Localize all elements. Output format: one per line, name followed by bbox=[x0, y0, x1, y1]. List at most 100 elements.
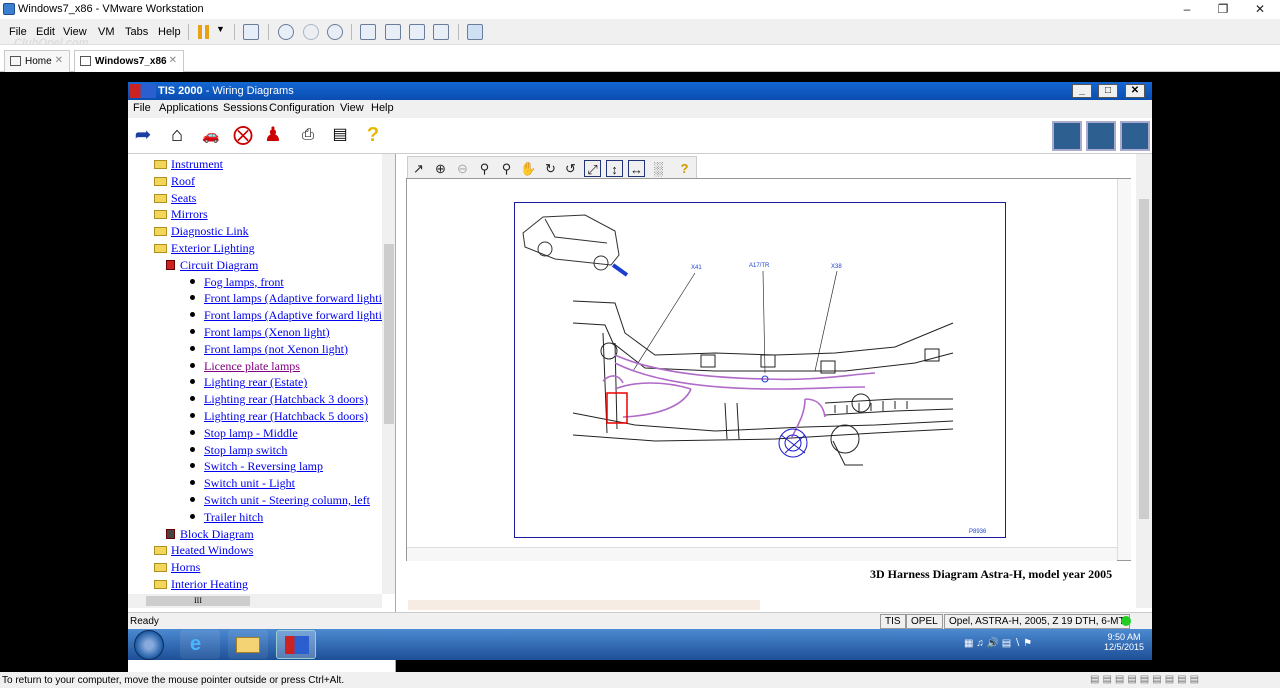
tree-item[interactable]: Switch unit - Steering column, left bbox=[190, 493, 370, 510]
full-screen-icon[interactable] bbox=[409, 24, 425, 40]
fit-all-icon[interactable]: ⤢ bbox=[584, 160, 601, 177]
tis-taskbar-icon[interactable] bbox=[276, 630, 316, 659]
tree-item[interactable]: Circuit Diagram bbox=[166, 258, 258, 275]
clock[interactable]: 9:50 AM 12/5/2015 bbox=[1104, 632, 1144, 652]
tree-item[interactable]: Lighting rear (Estate) bbox=[190, 375, 307, 392]
tree-item[interactable]: Diagnostic Link bbox=[154, 224, 249, 241]
tis-menu-help[interactable]: Help bbox=[371, 102, 394, 114]
tree-item[interactable]: Stop lamp switch bbox=[190, 443, 287, 460]
home-icon[interactable]: ⌂ bbox=[170, 124, 184, 146]
tree-item-label[interactable]: Exterior Lighting bbox=[171, 241, 255, 255]
tree-item-label[interactable]: Front lamps (Adaptive forward lightin bbox=[204, 308, 388, 323]
tree-item-label[interactable]: Roof bbox=[171, 173, 195, 188]
tree-item[interactable]: Mirrors bbox=[154, 207, 208, 224]
tree-item-label[interactable]: Instrument bbox=[171, 157, 223, 171]
tree-item-label[interactable]: Lighting rear (Estate) bbox=[204, 375, 308, 390]
main-vertical-scrollbar[interactable] bbox=[1136, 154, 1152, 608]
tree-item-label[interactable]: Block Diagram bbox=[180, 526, 254, 541]
tree-item-label[interactable]: Front lamps (not Xenon light) bbox=[204, 341, 348, 356]
device-icons[interactable]: ▤▤▤▤▤▤▤▤▤ bbox=[1090, 674, 1203, 685]
tree-item-label[interactable]: Lighting rear (Hatchback 3 doors) bbox=[204, 392, 368, 407]
tree-item[interactable]: Trailer hitch bbox=[190, 510, 263, 527]
tis-close-button[interactable]: ✕ bbox=[1125, 84, 1145, 98]
menu-view[interactable]: View bbox=[63, 26, 87, 38]
internet-explorer-icon[interactable]: e bbox=[180, 630, 220, 659]
menu-vm[interactable]: VM bbox=[98, 26, 115, 38]
zoom-window-icon[interactable]: ⚲ bbox=[479, 161, 490, 176]
restore-button[interactable]: ❐ bbox=[1217, 2, 1229, 16]
unity-icon[interactable] bbox=[433, 24, 449, 40]
close-button[interactable]: ✕ bbox=[1254, 2, 1266, 16]
start-button[interactable] bbox=[134, 630, 164, 660]
menu-edit[interactable]: Edit bbox=[36, 26, 55, 38]
tree-item[interactable]: Front lamps (Adaptive forward lightin bbox=[190, 308, 388, 325]
tray-icons[interactable]: ▦ ♫ 🔊 ▤ ∖ ⚑ bbox=[964, 638, 1033, 649]
technician-icon[interactable]: ♟ bbox=[264, 124, 282, 146]
tree-item[interactable]: Seats bbox=[154, 191, 196, 208]
zoom-fit-icon[interactable]: ⚲ bbox=[501, 161, 512, 176]
diagram-horizontal-scrollbar[interactable] bbox=[407, 547, 1117, 561]
help-icon[interactable]: ? bbox=[680, 161, 689, 176]
tree-item-label[interactable]: Stop lamp - Middle bbox=[204, 425, 298, 440]
close-icon[interactable]: ✕ bbox=[54, 55, 63, 66]
tree-item-label[interactable]: Front lamps (Xenon light) bbox=[204, 325, 330, 339]
tis-menu-view[interactable]: View bbox=[340, 102, 364, 114]
tree-item[interactable]: Licence plate lamps bbox=[190, 359, 300, 376]
library-icon[interactable] bbox=[360, 24, 376, 40]
tab-home[interactable]: Home ✕ bbox=[4, 50, 70, 72]
tree-item-label[interactable]: Trailer hitch bbox=[204, 509, 264, 524]
send-ctrl-alt-del-icon[interactable] bbox=[243, 24, 259, 40]
pointer-icon[interactable]: ↗ bbox=[413, 161, 424, 176]
tree-item-label[interactable]: Switch unit - Light bbox=[204, 476, 295, 491]
tis-menu-sessions[interactable]: Sessions bbox=[223, 102, 268, 114]
menu-file[interactable]: File bbox=[9, 26, 27, 38]
fit-height-icon[interactable]: ↕ bbox=[606, 160, 623, 177]
print-icon[interactable]: ⎙ bbox=[301, 126, 314, 143]
tree-item-label[interactable]: Mirrors bbox=[171, 207, 208, 222]
menu-tabs[interactable]: Tabs bbox=[125, 26, 149, 38]
tree-item-label[interactable]: Heated Windows bbox=[171, 543, 254, 558]
tree-item[interactable]: Switch unit - Light bbox=[190, 476, 295, 493]
snapshot-manager-icon[interactable] bbox=[327, 24, 343, 40]
tree-item[interactable]: Heated Windows bbox=[154, 543, 253, 560]
app-icon-3[interactable] bbox=[1120, 121, 1150, 151]
pan-hand-icon[interactable]: ✋ bbox=[520, 161, 537, 176]
tree-item[interactable]: Lighting rear (Hatchback 3 doors) bbox=[190, 392, 368, 409]
chevron-down-icon[interactable]: ▼ bbox=[216, 24, 225, 34]
tree-item[interactable]: Instrument bbox=[154, 157, 223, 174]
zoom-in-icon[interactable]: ⊕ bbox=[435, 161, 446, 176]
tree-scroll-thumb[interactable] bbox=[384, 244, 394, 424]
tree-item[interactable]: Roof bbox=[154, 174, 195, 191]
vehicle-icon[interactable]: 🚗 bbox=[202, 127, 220, 143]
tree-item[interactable]: Front lamps (Adaptive forward lightin bbox=[190, 291, 388, 308]
notebook-icon[interactable]: ▤ bbox=[332, 126, 348, 143]
tree-item-label[interactable]: Licence plate lamps bbox=[204, 358, 300, 373]
tree-item-label[interactable]: Seats bbox=[171, 190, 197, 205]
cancel-icon[interactable]: ⨂ bbox=[233, 124, 253, 146]
revert-snapshot-icon[interactable] bbox=[303, 24, 319, 40]
color-tool-icon[interactable]: ░ bbox=[653, 161, 664, 176]
tree-horizontal-scrollbar[interactable]: III bbox=[128, 594, 382, 608]
rotate-right-icon[interactable]: ↻ bbox=[545, 161, 556, 176]
tree-item[interactable]: Exterior Lighting bbox=[154, 241, 255, 258]
tree-item-label[interactable]: Stop lamp switch bbox=[204, 442, 288, 457]
tree-item-label[interactable]: Diagnostic Link bbox=[171, 224, 249, 239]
tree-item-label[interactable]: Fog lamps, front bbox=[204, 274, 284, 289]
tis-minimize-button[interactable]: _ bbox=[1072, 84, 1092, 98]
pause-icon[interactable] bbox=[198, 25, 202, 39]
tree-item[interactable]: Lighting rear (Hatchback 5 doors) bbox=[190, 409, 368, 426]
minimize-button[interactable]: – bbox=[1183, 2, 1191, 16]
tree-item[interactable]: Front lamps (Xenon light) bbox=[190, 325, 330, 342]
tree-item[interactable]: Stop lamp - Middle bbox=[190, 426, 298, 443]
console-view-icon[interactable] bbox=[467, 24, 483, 40]
close-icon[interactable]: ✕ bbox=[168, 55, 177, 66]
tree-item[interactable]: Interior Heating bbox=[154, 577, 248, 594]
tree-item[interactable]: Front lamps (not Xenon light) bbox=[190, 342, 348, 359]
app-icon-1[interactable] bbox=[1052, 121, 1082, 151]
tree-item-label[interactable]: Interior Heating bbox=[171, 577, 248, 591]
tis-maximize-button[interactable]: □ bbox=[1098, 84, 1118, 98]
fit-width-icon[interactable]: ↔ bbox=[628, 160, 645, 177]
rotate-left-icon[interactable]: ↺ bbox=[565, 161, 576, 176]
tree-item-label[interactable]: Horns bbox=[171, 560, 201, 575]
tab-windows7[interactable]: Windows7_x86 ✕ bbox=[74, 50, 184, 72]
